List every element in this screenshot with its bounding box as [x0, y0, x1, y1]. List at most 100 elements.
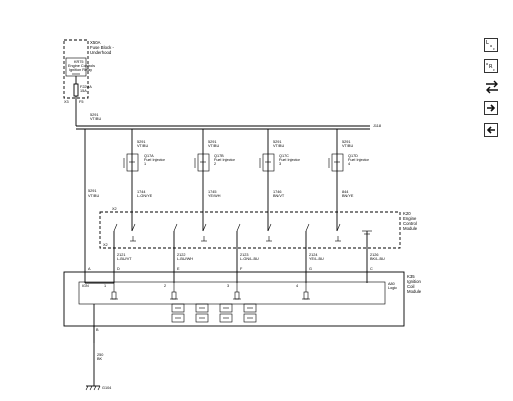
ecm-conn-bottom: X2: [103, 243, 108, 247]
ign-module-outline: [63, 271, 405, 327]
svg-text:2: 2: [214, 162, 216, 166]
ign-module-desc-3: Module: [407, 289, 422, 294]
ecm-out-1-circuit: 2121: [117, 253, 125, 257]
ecm-out-5-color: BK/L-BU: [370, 257, 385, 261]
svg-text:R: R: [489, 64, 493, 70]
ign-ground-pin: B: [96, 328, 99, 332]
ground-hatch-3: [93, 385, 97, 391]
swap-arrows-icon: [486, 80, 498, 94]
svg-text:Q17C: Q17C: [279, 154, 289, 158]
previous-button[interactable]: [484, 123, 498, 137]
svg-text:Q17B: Q17B: [214, 154, 224, 158]
ground-hatch-4: [97, 385, 101, 391]
svg-text:4: 4: [348, 162, 350, 166]
ign-pin-g: G: [309, 267, 312, 271]
svg-text:1745: 1745: [208, 190, 216, 194]
svg-text:2: 2: [164, 284, 166, 288]
svg-text:1746: 1746: [273, 190, 281, 194]
ground-color: BK: [97, 357, 103, 361]
svg-text:Q17A: Q17A: [144, 154, 154, 158]
svg-text:c: c: [493, 47, 495, 51]
ground-name: G104: [102, 386, 111, 390]
ecm-out-2-circuit: 2122: [177, 253, 185, 257]
ign-pin-c: C: [370, 267, 373, 271]
svg-text:3: 3: [227, 284, 229, 288]
svg-text:o: o: [486, 62, 488, 66]
view-r-icon: o R c: [486, 62, 495, 72]
ign-logic-name: A80: [388, 282, 395, 286]
splice-name: J118: [373, 124, 381, 128]
ecm-out-4-color: YE/L-BU: [309, 257, 324, 261]
svg-text:VT/BU: VT/BU: [208, 144, 219, 148]
view-l-icon: L o c: [486, 40, 495, 51]
svg-text:Fuel Injector: Fuel Injector: [144, 158, 166, 162]
ground-hatch-2: [89, 385, 93, 391]
fuse-conn: X3: [64, 100, 69, 104]
svg-text:YE/WH: YE/WH: [208, 194, 221, 198]
svg-text:3: 3: [279, 162, 281, 166]
svg-text:BN/YE: BN/YE: [342, 194, 354, 198]
fuse-name: F22UA: [80, 85, 92, 89]
ign-drivers: 1 2 3 4: [104, 283, 310, 300]
ecm-out-1-color: L-BU/VT: [117, 257, 132, 261]
ign-pin-f: F: [240, 267, 243, 271]
svg-text:Fuel Injector: Fuel Injector: [214, 158, 236, 162]
ecm-conn-top: X2: [112, 207, 117, 211]
ecm-out-2-color: L-BU/WH: [177, 257, 193, 261]
svg-text:Fuel Injector: Fuel Injector: [348, 158, 370, 162]
ecm-out-5-circuit: 2126: [370, 253, 378, 257]
next-button[interactable]: [484, 101, 498, 115]
ign-logic-label: Logic: [388, 286, 397, 290]
ecm-desc-3: Module: [403, 226, 418, 231]
svg-text:1: 1: [104, 284, 106, 288]
swap-button[interactable]: [484, 80, 500, 94]
svg-text:Q17D: Q17D: [348, 154, 358, 158]
ign-pin-e: E: [177, 267, 180, 271]
toggle-right-view-button[interactable]: o R c: [484, 59, 498, 73]
ign-module-name: K35: [407, 274, 415, 279]
svg-text:1744: 1744: [137, 190, 145, 194]
svg-text:5291: 5291: [273, 140, 281, 144]
svg-text:L: L: [486, 40, 489, 46]
svg-text:L-GN/YE: L-GN/YE: [137, 194, 153, 198]
svg-text:5291: 5291: [137, 140, 145, 144]
relay-desc-1: Engine Controls: [68, 64, 95, 68]
injector-3: 5291 VT/BU Q17C Fuel Injector 3 1746 BN/…: [259, 129, 301, 198]
ground-hatch-1: [85, 385, 89, 391]
ecm-desc-2: Control: [403, 221, 417, 226]
fuse-symbol: [73, 83, 79, 97]
fuse-rating: 15A: [80, 89, 87, 93]
ecm-out-3-color: L-GN/L-BU: [240, 257, 259, 261]
svg-text:1: 1: [144, 162, 146, 166]
svg-text:Fuel Injector: Fuel Injector: [279, 158, 301, 162]
fuse-block-desc-2: Underhood: [90, 50, 112, 55]
arrow-left-icon: [486, 126, 495, 134]
ign-module-desc-2: Coil: [407, 284, 414, 289]
fuse-block-outline: [63, 39, 89, 99]
ecm-out-3-circuit: 2123: [240, 253, 248, 257]
arrow-right-icon: [487, 104, 496, 112]
svg-text:VT/BU: VT/BU: [342, 144, 353, 148]
toggle-left-view-button[interactable]: L o c: [484, 38, 498, 52]
feed-color: VT/BU: [90, 117, 101, 121]
injector-4: 5291 VT/BU Q17D Fuel Injector 4 844 BN/Y…: [328, 129, 370, 198]
injector-2: 5291 VT/BU Q17B Fuel Injector 2 1745 YE/…: [194, 129, 236, 198]
svg-text:5291: 5291: [208, 140, 216, 144]
svg-text:VT/BU: VT/BU: [137, 144, 148, 148]
ign-module-desc-1: Ignition: [407, 279, 421, 284]
svg-text:c: c: [493, 68, 495, 72]
ecm-name: K20: [403, 211, 411, 216]
svg-text:4: 4: [296, 284, 298, 288]
left-feed-circuit: 5291: [88, 189, 96, 193]
ign-pin-d: D: [117, 267, 120, 271]
fuse-block-name: X50A: [90, 40, 101, 45]
relay-name: KR75: [74, 60, 84, 64]
fuse-pin: F5: [79, 100, 83, 104]
relay-desc-2: Ignition Relay: [69, 68, 92, 72]
svg-text:VT/BU: VT/BU: [273, 144, 284, 148]
coil-packs: [171, 303, 257, 323]
svg-text:BN/VT: BN/VT: [273, 194, 285, 198]
injector-1: 5291 VT/BU Q17A Fuel Injector 1 1744 L-G…: [123, 129, 166, 198]
ecm-injector-drivers: [130, 223, 341, 242]
